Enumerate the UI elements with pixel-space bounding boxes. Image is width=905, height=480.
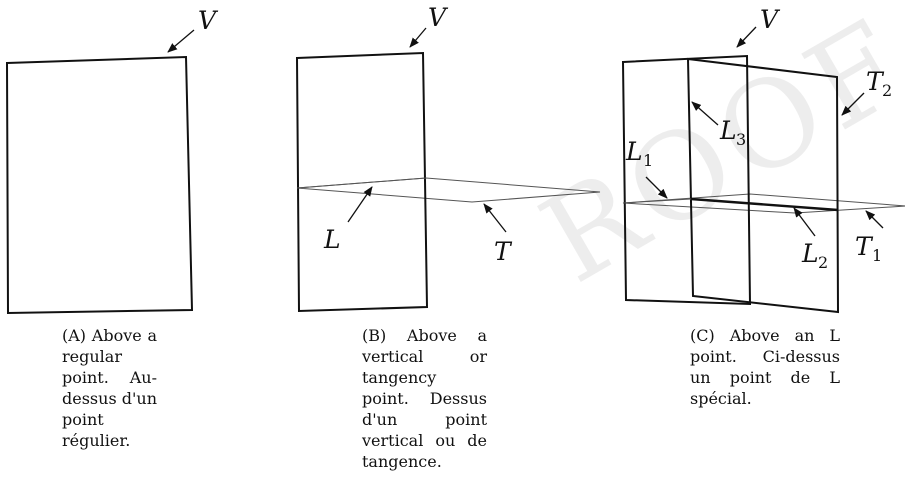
panel-b-label-l: L (323, 225, 341, 254)
panel-c-plane-t1 (622, 193, 905, 214)
panel-b-plane-t (296, 177, 601, 203)
panel-a: V (5, 6, 219, 315)
panel-c-arrow-l2 (793, 207, 816, 237)
panel-c-label-t2: T (866, 67, 885, 96)
panel-c-label-l3-sub: 3 (736, 130, 746, 149)
panel-c-label-l2-sub: 2 (818, 253, 828, 272)
caption-a-text: Above a regular point. Au-dessus d'un po… (62, 326, 157, 450)
caption-b-tag: (B) (362, 326, 387, 345)
panel-c-label-l2: L (801, 239, 819, 268)
panel-b-arrow-t (483, 203, 507, 233)
panel-b-label-t: T (494, 237, 513, 266)
panel-c-arrow-v (736, 26, 757, 48)
panel-c-label-l1-sub: 1 (643, 151, 653, 170)
caption-a-tag: (A) (62, 326, 87, 345)
caption-c-tag: (C) (690, 326, 715, 345)
panel-c-line-l1 (622, 198, 692, 204)
caption-c-text: Above an L point. Ci-dessus un point de … (690, 326, 840, 408)
panel-c-label-l1: L (625, 137, 643, 166)
panel-b-label-v: V (428, 3, 449, 32)
panel-c-plane-v (621, 54, 752, 306)
caption-a: (A) Above a regular point. Au-dessus d'u… (62, 325, 157, 451)
panel-c-label-l3: L (719, 116, 737, 145)
panel-a-label-v: V (198, 6, 219, 35)
panel-a-arrow-v (167, 29, 195, 53)
panel-c-line-l2 (690, 197, 839, 212)
panel-c: V T 2 L 3 L 1 L 2 T 1 (621, 5, 905, 314)
panel-c-label-t1: T (855, 232, 874, 261)
panel-c-arrow-l1 (645, 176, 668, 199)
panel-c-arrow-l3 (691, 101, 719, 126)
panel-c-label-v: V (760, 5, 781, 34)
caption-c: (C) Above an L point. Ci-dessus un point… (690, 325, 840, 409)
panel-b-plane-v (295, 51, 429, 313)
panel-b-arrow-l (347, 186, 373, 223)
panel-c-plane-t2 (686, 57, 840, 314)
panel-b-line-l (296, 177, 427, 189)
panel-b: V L T (295, 3, 601, 313)
panel-c-label-t1-sub: 1 (872, 246, 882, 265)
panel-c-arrow-t1 (865, 210, 884, 229)
panel-c-label-t2-sub: 2 (882, 81, 892, 100)
panel-a-plane-v (5, 55, 194, 315)
panel-b-arrow-v (409, 27, 427, 48)
panel-c-arrow-t2 (841, 92, 865, 116)
caption-b: (B) Above a vertical or tangency point. … (362, 325, 487, 472)
caption-b-text: Above a vertical or tangency point. Dess… (362, 326, 487, 471)
